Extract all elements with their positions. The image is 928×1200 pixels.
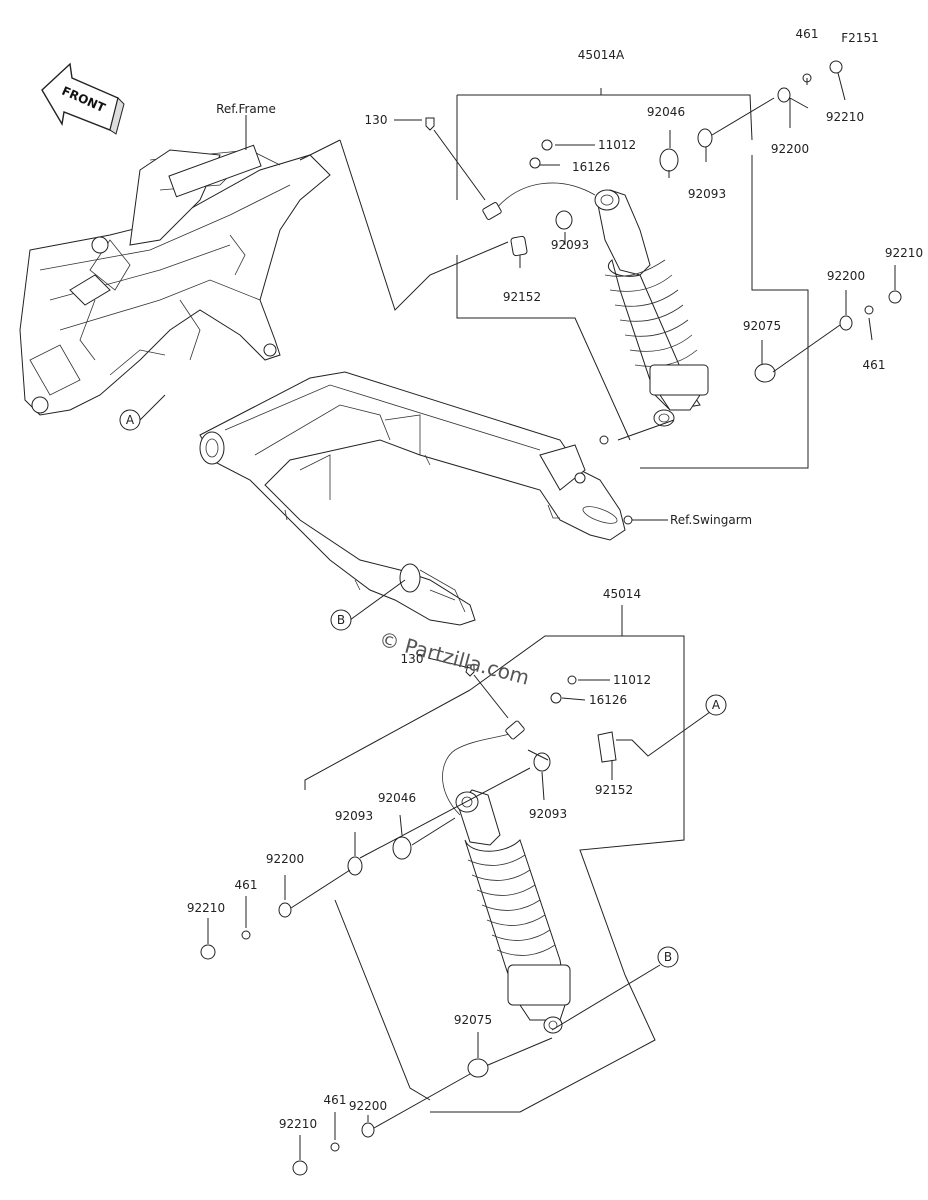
label-92200-lower-a: 92200 xyxy=(266,852,304,866)
assembly-45014-label: 45014 xyxy=(603,587,641,601)
svg-text:B: B xyxy=(664,950,672,964)
label-16126-lower: 16126 xyxy=(589,693,627,707)
label-461-lower-b: 461 xyxy=(324,1093,347,1107)
label-16126-upper: 16126 xyxy=(572,160,610,174)
label-11012-upper: 11012 xyxy=(598,138,636,152)
upper-leader-lines xyxy=(139,72,896,621)
label-92210-lower-b: 92210 xyxy=(279,1117,317,1131)
upper-shock-absorber xyxy=(482,182,709,427)
label-92075-lower: 92075 xyxy=(454,1013,492,1027)
callout-a-upper: A xyxy=(119,409,141,431)
label-92075-upper: 92075 xyxy=(743,319,781,333)
label-f2151: F2151 xyxy=(841,31,878,45)
label-92200-lower-b: 92200 xyxy=(349,1099,387,1113)
callout-a-lower: A xyxy=(705,694,727,716)
ref-frame-label: Ref.Frame xyxy=(216,102,276,116)
upper-small-parts xyxy=(425,60,902,445)
label-92210-upper-b: 92210 xyxy=(885,246,923,260)
label-92093-lower-b: 92093 xyxy=(335,809,373,823)
label-130-upper: 130 xyxy=(365,113,388,127)
svg-text:B: B xyxy=(337,613,345,627)
label-461-upper: 461 xyxy=(796,27,819,41)
frame-drawing xyxy=(19,144,331,416)
label-92046-lower: 92046 xyxy=(378,791,416,805)
lower-small-parts xyxy=(200,664,617,1176)
ref-swingarm-label: Ref.Swingarm xyxy=(670,513,752,527)
label-92152-lower: 92152 xyxy=(595,783,633,797)
callout-b-upper: B xyxy=(330,609,352,631)
label-92093-upper-a: 92093 xyxy=(688,187,726,201)
label-130-lower: 130 xyxy=(401,652,424,666)
svg-text:A: A xyxy=(126,413,135,427)
label-92152-upper: 92152 xyxy=(503,290,541,304)
svg-text:A: A xyxy=(712,698,721,712)
lower-leader-lines xyxy=(207,605,711,1160)
label-92093-upper-b: 92093 xyxy=(551,238,589,252)
callout-b-lower: B xyxy=(657,946,679,968)
label-92210-upper-a: 92210 xyxy=(826,110,864,124)
lower-shock-absorber xyxy=(442,720,571,1034)
swingarm-drawing xyxy=(199,371,633,626)
front-arrow-icon: FRONT xyxy=(41,62,125,135)
label-11012-lower: 11012 xyxy=(613,673,651,687)
label-461-lower-a: 461 xyxy=(235,878,258,892)
label-92200-upper-a: 92200 xyxy=(771,142,809,156)
label-461-upper-b: 461 xyxy=(863,358,886,372)
label-92046-upper: 92046 xyxy=(647,105,685,119)
assembly-45014a-label: 45014A xyxy=(578,48,625,62)
label-92093-lower-a: 92093 xyxy=(529,807,567,821)
label-92210-lower-a: 92210 xyxy=(187,901,225,915)
label-92200-upper-b: 92200 xyxy=(827,269,865,283)
